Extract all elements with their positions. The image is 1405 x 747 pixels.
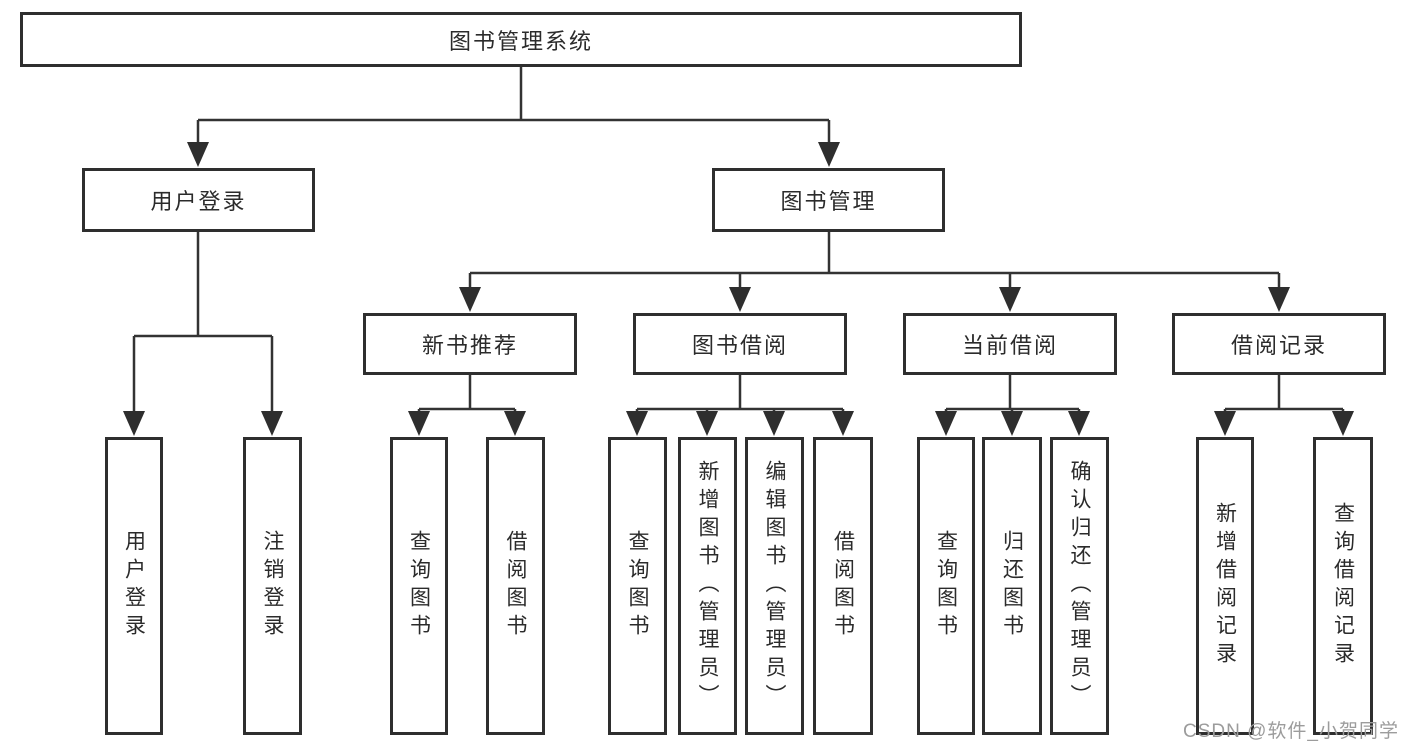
- node-borrowing-records: 借阅记录: [1172, 313, 1386, 375]
- node-root: 图书管理系统: [20, 12, 1022, 67]
- leaf-return-books-label: 归还图书: [1000, 530, 1024, 642]
- leaf-query-books-2-label: 查询图书: [626, 530, 649, 642]
- node-user-login: 用户登录: [82, 168, 315, 232]
- csdn-watermark: CSDN @软件_小贺同学: [1183, 721, 1399, 742]
- connector-borrowing-to-leaves: [635, 375, 845, 414]
- leaf-query-books-3: 查询图书: [917, 437, 975, 735]
- connector-newbook-to-leaves: [417, 375, 517, 414]
- leaf-query-borrow-record: 查询借阅记录: [1313, 437, 1373, 735]
- node-new-book-recommend: 新书推荐: [363, 313, 577, 375]
- leaf-add-borrow-record-label: 新增借阅记录: [1213, 502, 1237, 670]
- leaf-borrow-books-2: 借阅图书: [813, 437, 873, 735]
- connector-userlogin-to-leaves: [132, 232, 274, 413]
- leaf-return-books: 归还图书: [982, 437, 1042, 735]
- leaf-borrow-books-1-label: 借阅图书: [504, 530, 527, 642]
- node-user-login-label: 用户登录: [150, 189, 247, 214]
- connector-root-to-level2: [196, 67, 831, 144]
- leaf-add-books-label: 新增图书（管理员）: [696, 460, 719, 712]
- leaf-confirm-return-label: 确认归还（管理员）: [1068, 460, 1091, 712]
- node-book-borrowing: 图书借阅: [633, 313, 847, 375]
- leaf-logout: 注销登录: [243, 437, 302, 735]
- node-book-borrowing-label: 图书借阅: [691, 333, 788, 358]
- connector-current-to-leaves: [944, 375, 1081, 414]
- node-book-management-label: 图书管理: [780, 189, 877, 214]
- node-root-label: 图书管理系统: [448, 28, 593, 54]
- node-book-management: 图书管理: [712, 168, 945, 232]
- connector-bookmgmt-to-level3: [468, 232, 1281, 289]
- leaf-logout-label: 注销登录: [261, 530, 284, 642]
- leaf-add-books: 新增图书（管理员）: [678, 437, 737, 735]
- leaf-query-books-2: 查询图书: [608, 437, 667, 735]
- node-current-borrowing-label: 当前借阅: [961, 333, 1058, 358]
- leaf-borrow-books-1: 借阅图书: [486, 437, 545, 735]
- leaf-query-books-3-label: 查询图书: [934, 530, 958, 642]
- connector-records-to-leaves: [1223, 375, 1345, 414]
- leaf-query-books-1-label: 查询图书: [407, 530, 431, 642]
- leaf-query-books-1: 查询图书: [390, 437, 448, 735]
- arrowheads: [123, 142, 1354, 436]
- node-new-book-recommend-label: 新书推荐: [421, 333, 518, 358]
- leaf-user-login: 用户登录: [105, 437, 163, 735]
- node-current-borrowing: 当前借阅: [903, 313, 1117, 375]
- leaf-edit-books: 编辑图书（管理员）: [745, 437, 804, 735]
- leaf-confirm-return: 确认归还（管理员）: [1050, 437, 1109, 735]
- leaf-add-borrow-record: 新增借阅记录: [1196, 437, 1254, 735]
- leaf-query-borrow-record-label: 查询借阅记录: [1331, 502, 1355, 670]
- leaf-borrow-books-2-label: 借阅图书: [831, 530, 855, 642]
- leaf-edit-books-label: 编辑图书（管理员）: [763, 460, 786, 712]
- node-borrowing-records-label: 借阅记录: [1230, 333, 1327, 358]
- leaf-user-login-label: 用户登录: [122, 530, 146, 642]
